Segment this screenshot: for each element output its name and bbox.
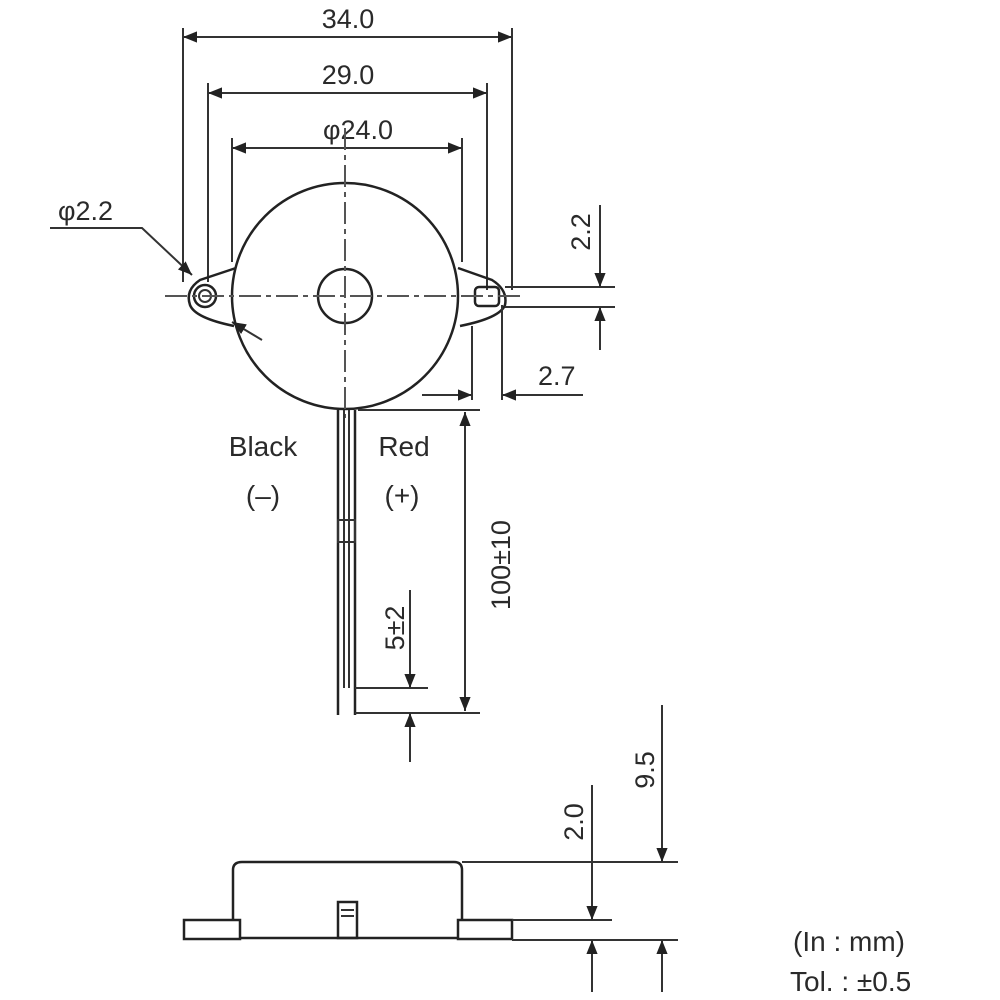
buzzer-side-view [182,860,514,941]
dim-slot-height: 2.2 [566,213,596,251]
black-lead-polarity: (–) [246,480,280,511]
buzzer-top-view [165,128,525,418]
dim-hole-pitch: 29.0 [322,60,375,90]
dim-lead-length-text: 100±10 [486,520,516,610]
dim-29: 29.0 [208,60,487,99]
dim-strip-length: 5±2 [355,590,428,762]
dim-body-diameter: φ24.0 [323,115,393,145]
dim-side: 2.0 9.5 [462,705,678,992]
dim-2-2: 2.2 [505,205,615,350]
dim-24: φ24.0 [232,115,462,154]
dim-strip-length-text: 5±2 [380,606,410,651]
black-lead-label: Black [229,431,298,462]
red-lead-label: Red [378,431,429,462]
red-lead-polarity: (+) [385,480,420,511]
units-note: (In : mm) [793,926,905,957]
dim-lead-length: 100±10 [355,409,516,714]
extension-lines [182,28,513,290]
lead-wires [336,410,357,715]
dim-hole-leader: φ2.2 [50,196,263,341]
dim-overall-width: 34.0 [322,4,375,34]
dim-2-7: 2.7 [422,305,583,401]
dim-total-height: 9.5 [630,751,660,789]
dim-hole-diameter: φ2.2 [58,196,113,226]
dim-flange-thickness: 2.0 [559,803,589,841]
dim-slot-width: 2.7 [538,361,576,391]
tolerance-note: Tol. : ±0.5 [790,966,911,997]
dim-34: 34.0 [183,4,512,43]
